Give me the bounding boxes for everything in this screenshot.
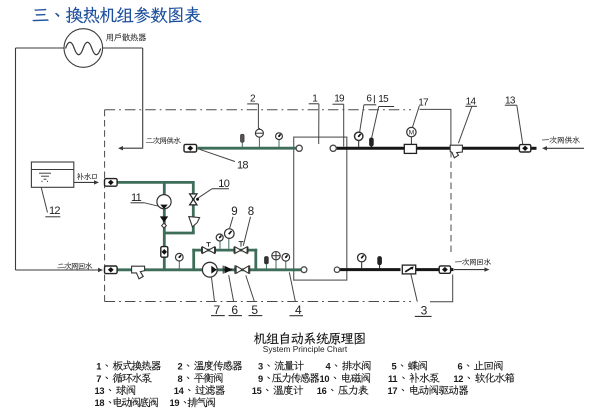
svg-text:3: 3 — [421, 304, 428, 318]
svg-text:10: 10 — [218, 178, 229, 190]
svg-text:17: 17 — [418, 98, 429, 109]
svg-text:1: 1 — [96, 362, 101, 372]
svg-text:13: 13 — [505, 95, 516, 106]
svg-text:9: 9 — [231, 206, 237, 218]
svg-text:19: 19 — [170, 398, 180, 408]
svg-text:12: 12 — [49, 205, 60, 217]
svg-text:12: 12 — [453, 374, 463, 384]
svg-text:6: 6 — [366, 93, 372, 104]
svg-text:2: 2 — [250, 93, 256, 104]
svg-text:4: 4 — [295, 303, 302, 317]
svg-text:2: 2 — [178, 362, 183, 372]
svg-text:8: 8 — [178, 374, 183, 384]
svg-text:18: 18 — [95, 398, 105, 408]
svg-text:15: 15 — [252, 386, 262, 396]
svg-text:11: 11 — [131, 192, 142, 204]
svg-text:3: 3 — [258, 362, 263, 372]
svg-text:19: 19 — [334, 93, 345, 104]
svg-text:10: 10 — [320, 374, 330, 384]
svg-text:4: 4 — [326, 362, 332, 372]
svg-text:6: 6 — [231, 303, 238, 317]
svg-text:16: 16 — [317, 386, 327, 396]
svg-text:17: 17 — [388, 386, 398, 396]
svg-text:11: 11 — [388, 374, 397, 384]
svg-text:14: 14 — [466, 96, 477, 107]
svg-text:15: 15 — [378, 94, 389, 105]
svg-text:13: 13 — [95, 386, 105, 396]
svg-text:14: 14 — [174, 386, 185, 396]
svg-text:5: 5 — [392, 362, 397, 372]
svg-text:9: 9 — [258, 374, 263, 384]
svg-text:M: M — [409, 130, 414, 137]
svg-text:System Principle Chart: System Principle Chart — [263, 344, 348, 354]
svg-text:7: 7 — [214, 303, 221, 317]
svg-text:5: 5 — [251, 303, 258, 317]
svg-text:1: 1 — [312, 93, 318, 104]
svg-text:8: 8 — [248, 206, 254, 218]
svg-text:18: 18 — [237, 159, 248, 171]
svg-text:6: 6 — [458, 362, 463, 372]
svg-text:7: 7 — [96, 374, 101, 384]
